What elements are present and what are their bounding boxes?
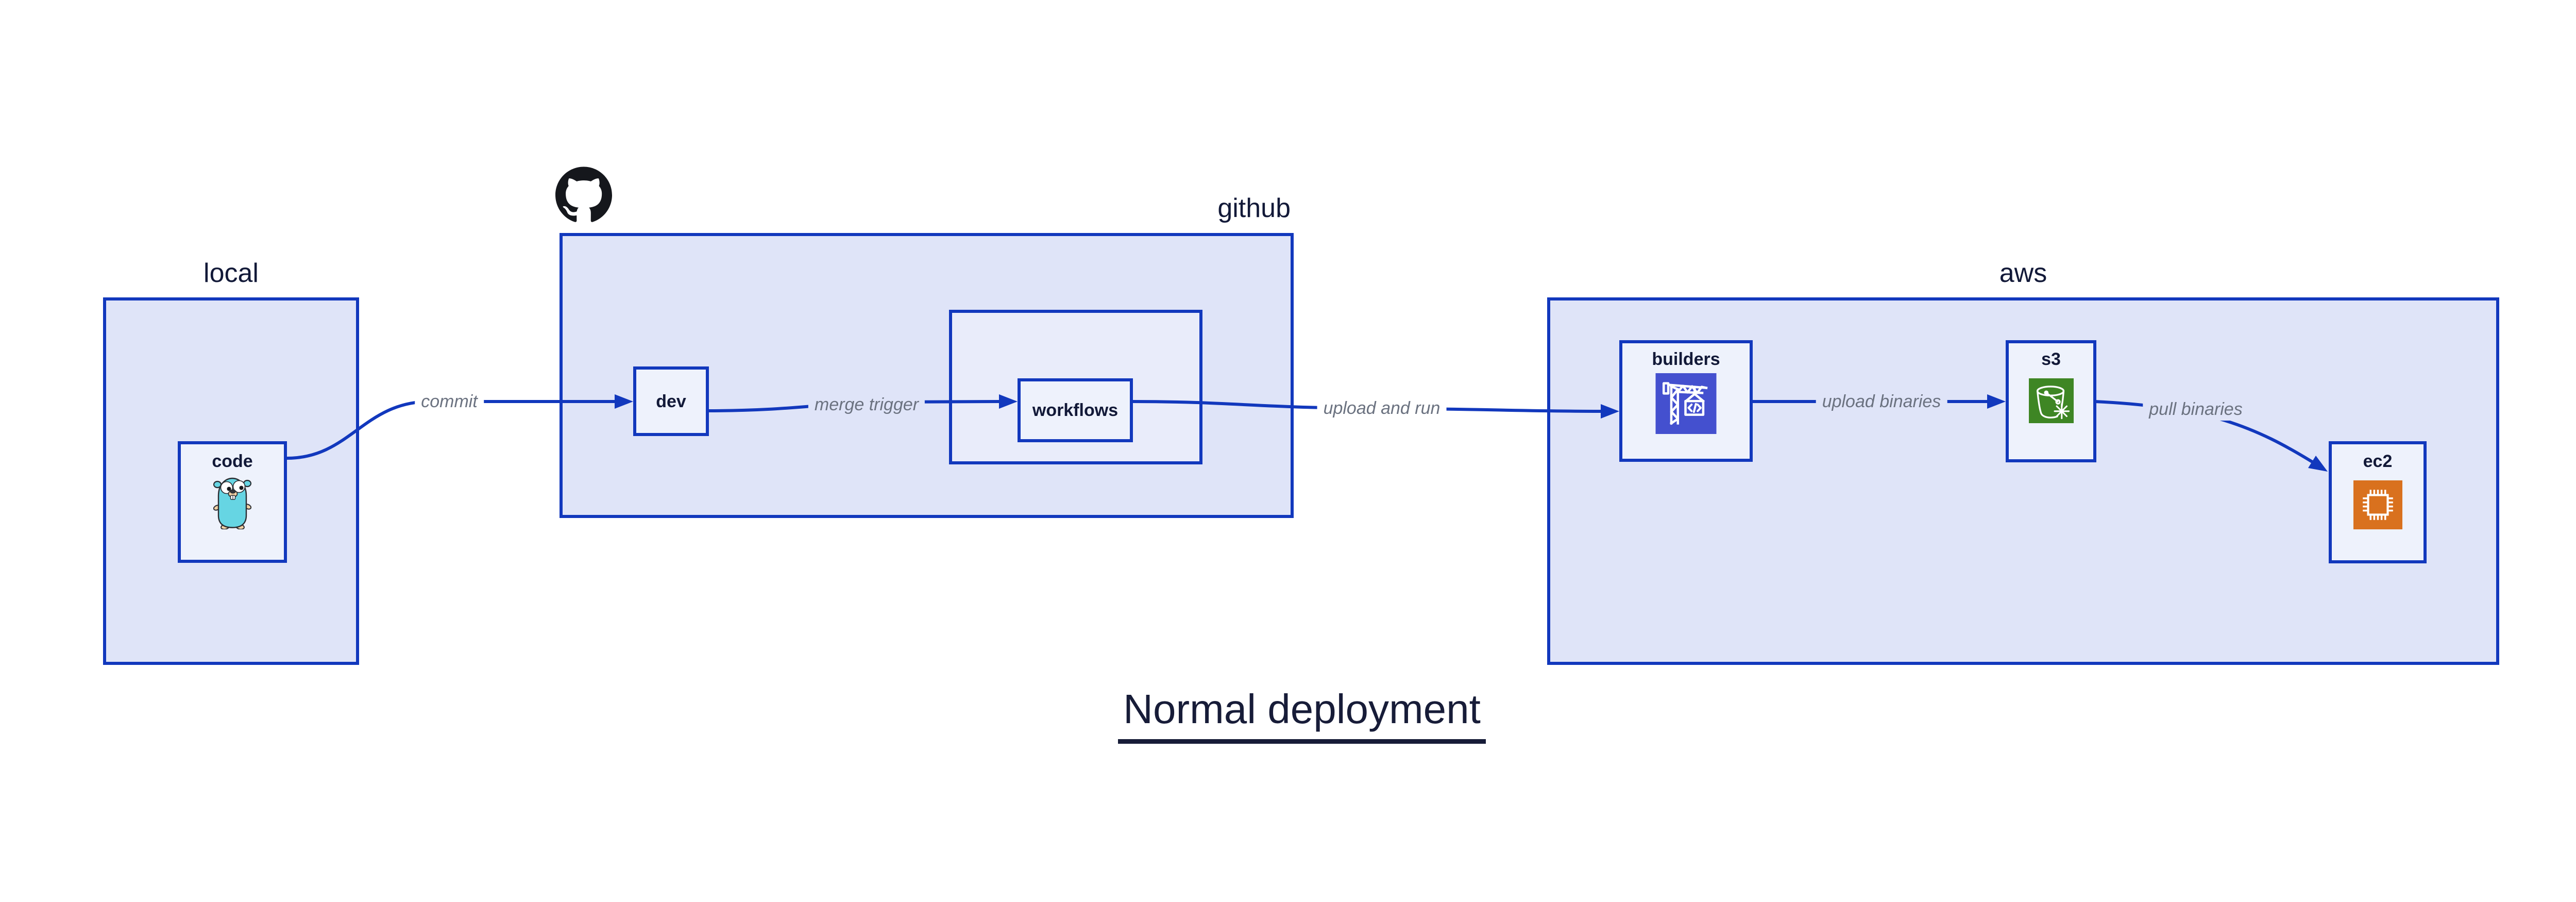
s3-node-label: s3 <box>2041 349 2061 369</box>
ec2-node-label: ec2 <box>2363 452 2393 471</box>
aws-codebuild-icon <box>1655 373 1717 434</box>
aws-container-label: aws <box>1999 258 2047 288</box>
edge-label-pull-binaries: pull binaries <box>2143 398 2249 421</box>
go-gopher-icon <box>213 477 251 529</box>
edge-label-upload-and-run: upload and run <box>1317 397 1447 420</box>
workflows-node-label: workflows <box>1032 400 1118 420</box>
builders-node-label: builders <box>1652 349 1720 369</box>
diagram-title-row: Normal deployment <box>0 686 2576 744</box>
builders-node: builders <box>1619 340 1753 462</box>
edge-label-commit: commit <box>415 390 484 413</box>
dev-node-label: dev <box>656 391 686 411</box>
aws-s3-bucket-icon <box>2028 378 2074 423</box>
edge-label-upload-binaries: upload binaries <box>1816 390 1947 413</box>
local-container-label: local <box>204 258 259 288</box>
edge-label-merge-trigger: merge trigger <box>808 393 925 416</box>
s3-node: s3 <box>2006 340 2096 462</box>
ec2-node: ec2 <box>2329 441 2427 563</box>
workflows-node: workflows <box>1018 378 1133 442</box>
code-node: code <box>178 441 287 563</box>
github-container-label: github <box>1217 193 1291 223</box>
aws-ec2-chip-icon <box>2353 480 2402 529</box>
code-node-label: code <box>212 452 253 471</box>
diagram-title: Normal deployment <box>1118 686 1486 744</box>
github-octocat-icon <box>555 166 612 222</box>
dev-node: dev <box>633 366 709 436</box>
